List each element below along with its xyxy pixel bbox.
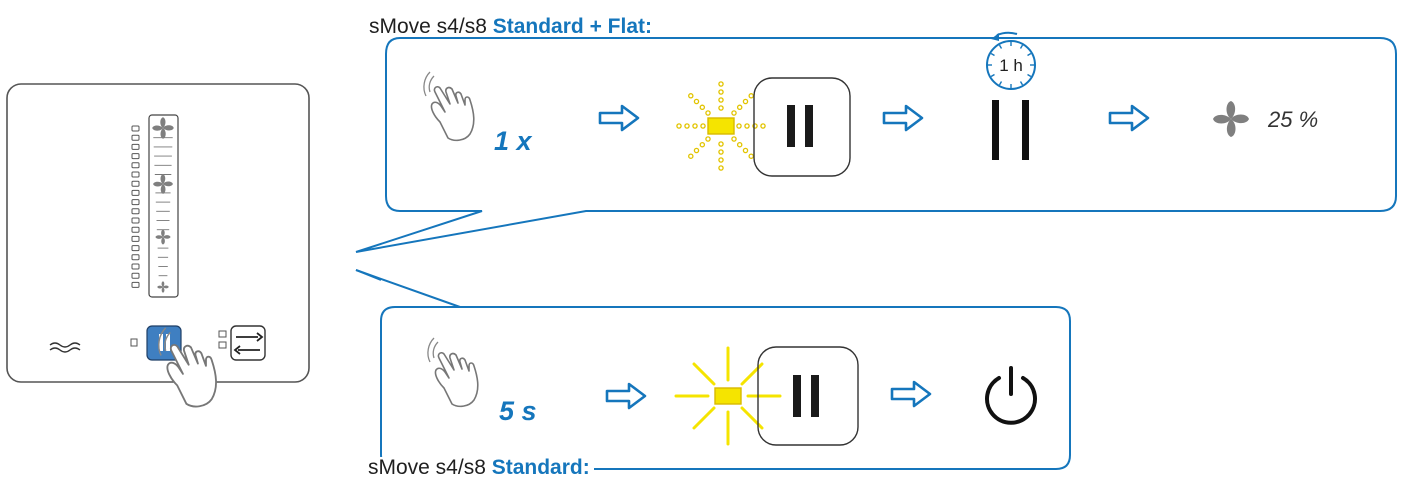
blink-dot: [718, 165, 724, 171]
timer-tick: [998, 44, 1003, 49]
blinking-led-icon: [676, 81, 766, 171]
level-led: [131, 125, 140, 132]
bottom-panel-title-highlight: Standard:: [491, 456, 590, 479]
blink-dot: [736, 141, 743, 148]
blink-dot: [760, 123, 766, 129]
level-led: [131, 199, 140, 206]
blink-dot: [748, 153, 754, 159]
blink-dot: [693, 147, 700, 154]
level-led: [131, 217, 140, 224]
fan-level-scale: [131, 114, 179, 298]
blink-dot: [699, 104, 706, 111]
timer-tick: [1027, 73, 1032, 78]
level-led: [131, 171, 140, 178]
blink-dot: [693, 98, 700, 105]
bottom-panel-title-prefix: sMove s4/s8: [368, 456, 492, 479]
blink-dot: [718, 149, 724, 155]
level-led: [131, 162, 140, 169]
blink-dot: [718, 157, 724, 163]
press-count: 1 x: [494, 126, 532, 156]
pause-button-icon: [753, 77, 851, 177]
blink-dot: [718, 81, 724, 87]
blink-dot: [718, 141, 724, 147]
level-led: [131, 189, 140, 196]
blink-dot: [736, 123, 742, 129]
top-panel-title-highlight: Standard + Flat:: [492, 15, 652, 38]
comfort-mode-icon: [49, 342, 81, 353]
top-panel-title: sMove s4/s8 Standard + Flat:: [369, 16, 656, 37]
timer-tick: [990, 52, 995, 57]
blink-dot: [744, 123, 750, 129]
blink-dot: [705, 136, 711, 142]
blink-dot: [731, 136, 737, 142]
timer-tick: [998, 81, 1003, 86]
level-led: [131, 143, 140, 150]
level-led: [131, 272, 140, 279]
direction-toggle-icon: [218, 325, 266, 361]
blink-dot: [718, 89, 724, 95]
press-duration: 5 s: [499, 396, 537, 426]
level-led: [131, 180, 140, 187]
blink-dot: [718, 105, 724, 111]
level-led: [131, 208, 140, 215]
pause-button-icon: [757, 346, 859, 446]
level-led: [131, 153, 140, 160]
blink-dot: [742, 98, 749, 105]
blink-dot: [676, 123, 682, 129]
level-led: [131, 134, 140, 141]
timer-tick: [1027, 52, 1032, 57]
timer-label: 1 h: [999, 56, 1023, 75]
blink-dot: [748, 93, 754, 99]
blink-dot: [705, 110, 711, 116]
blink-dot: [692, 123, 698, 129]
blink-dot: [731, 110, 737, 116]
blink-dot: [742, 147, 749, 154]
top-panel-title-prefix: sMove s4/s8: [369, 15, 493, 38]
level-led: [131, 254, 140, 261]
level-led: [131, 235, 140, 242]
power-icon: [985, 366, 1037, 425]
blink-dot: [684, 123, 690, 129]
top-callout-frame: [355, 37, 1397, 253]
level-led: [131, 263, 140, 270]
level-led: [131, 245, 140, 252]
timer-tick: [1019, 44, 1024, 49]
blink-dot: [700, 123, 706, 129]
blink-dot: [736, 104, 743, 111]
timer-icon: 1 h: [986, 31, 1036, 90]
pause-icon: [992, 100, 1029, 160]
blink-dot: [688, 153, 694, 159]
blink-dot: [699, 141, 706, 148]
blink-dot: [718, 97, 724, 103]
timer-tick: [1019, 81, 1024, 86]
fan-speed-value: 25 %: [1268, 107, 1319, 132]
bottom-panel-title: sMove s4/s8 Standard:: [368, 457, 594, 478]
blink-dot: [688, 93, 694, 99]
timer-tick: [990, 73, 995, 78]
level-led: [131, 226, 140, 233]
level-led: [131, 281, 140, 288]
